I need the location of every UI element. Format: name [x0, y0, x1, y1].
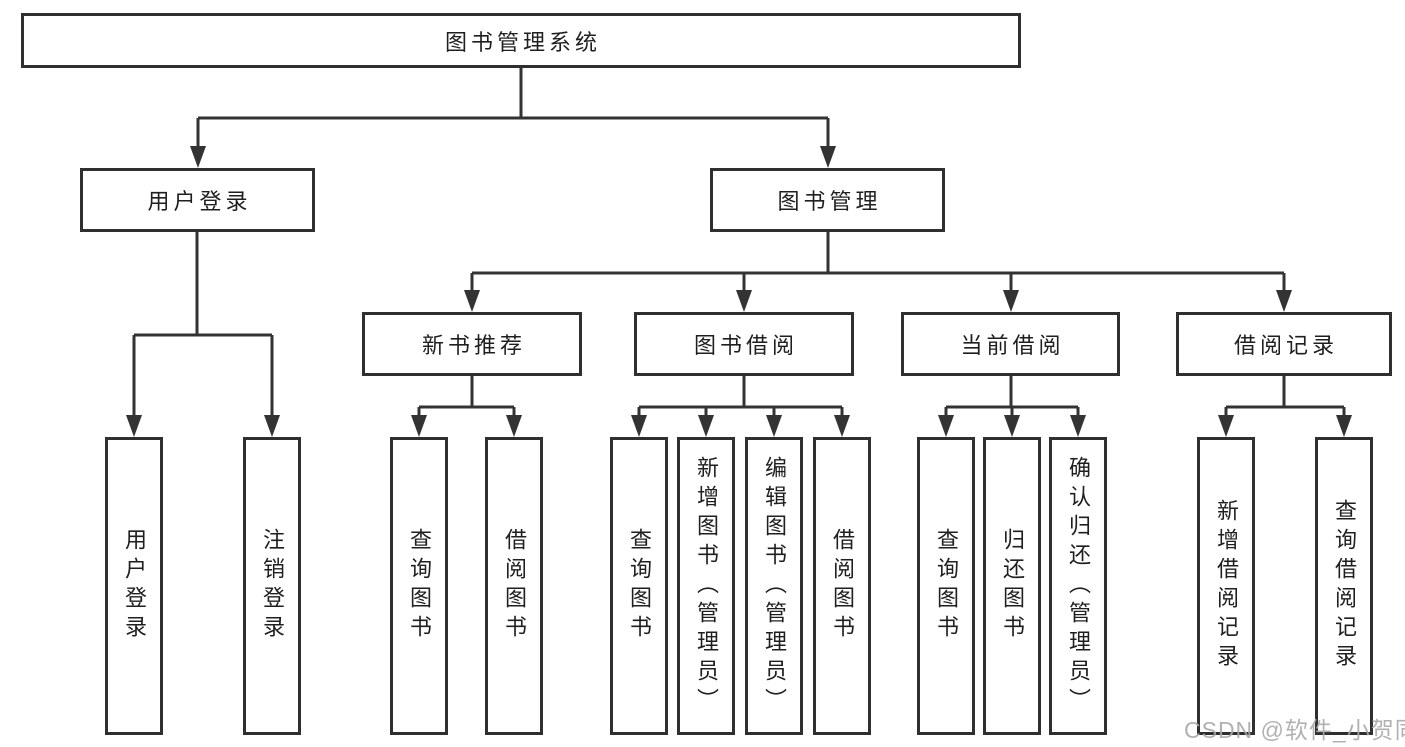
node-label: 新增图书（管理员）	[694, 455, 719, 717]
leaf-borrow-books-recommend: 借阅图书	[485, 437, 543, 735]
node-label: 注销登录	[260, 528, 285, 644]
node-book-borrowing: 图书借阅	[634, 312, 854, 376]
leaf-add-borrow-record: 新增借阅记录	[1197, 437, 1255, 735]
node-label: 借阅图书	[502, 528, 527, 644]
node-label: 用户登录	[122, 528, 147, 644]
node-user-login: 用户登录	[80, 168, 315, 232]
node-book-management: 图书管理	[710, 168, 945, 232]
leaf-add-book-admin: 新增图书（管理员）	[677, 437, 735, 735]
leaf-user-login: 用户登录	[105, 437, 163, 735]
node-label: 新增借阅记录	[1214, 499, 1239, 673]
node-label: 借阅图书	[830, 528, 855, 644]
leaf-query-borrow-record: 查询借阅记录	[1315, 437, 1373, 735]
leaf-query-books-recommend: 查询图书	[390, 437, 448, 735]
node-label: 用户登录	[147, 189, 252, 214]
leaf-edit-book-admin: 编辑图书（管理员）	[745, 437, 803, 735]
node-root-system: 图书管理系统	[21, 13, 1021, 68]
node-borrowing-records: 借阅记录	[1176, 312, 1392, 376]
node-label: 查询图书	[627, 528, 652, 644]
leaf-borrow-books: 借阅图书	[813, 437, 871, 735]
leaf-return-book: 归还图书	[983, 437, 1041, 735]
node-label: 图书借阅	[693, 333, 798, 358]
node-new-book-recommend: 新书推荐	[362, 312, 582, 376]
node-current-borrowing: 当前借阅	[901, 312, 1120, 376]
node-label: 确认归还（管理员）	[1066, 455, 1091, 717]
node-label: 借阅记录	[1233, 333, 1338, 358]
csdn-watermark: CSDN @软件_小贺同学	[1184, 717, 1405, 743]
node-label: 新书推荐	[421, 333, 526, 358]
leaf-query-books-borrow: 查询图书	[610, 437, 668, 735]
node-label: 编辑图书（管理员）	[762, 455, 787, 717]
node-label: 图书管理系统	[444, 29, 601, 55]
node-label: 归还图书	[1000, 528, 1025, 644]
node-label: 查询借阅记录	[1332, 499, 1357, 673]
leaf-query-books-current: 查询图书	[917, 437, 975, 735]
node-label: 查询图书	[934, 528, 959, 644]
node-label: 当前借阅	[960, 333, 1065, 358]
leaf-confirm-return-admin: 确认归还（管理员）	[1049, 437, 1107, 735]
node-label: 查询图书	[407, 528, 432, 644]
leaf-logout: 注销登录	[243, 437, 301, 735]
node-label: 图书管理	[777, 189, 882, 214]
